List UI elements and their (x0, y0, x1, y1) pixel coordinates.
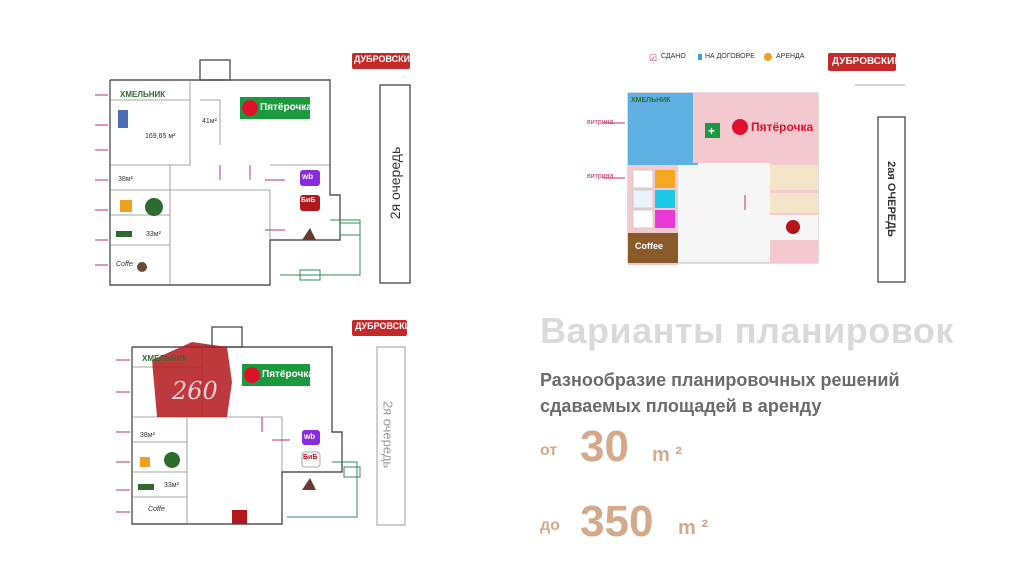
area-label-main: 169,65 м² (145, 133, 176, 140)
floor-plan-1: ДУБРОВСКИЙ ХМЕЛЬНИК Пятёрочка 169,65 м² … (90, 45, 420, 290)
wb-label: wb (304, 432, 316, 441)
range-from-label: от (540, 442, 558, 459)
svg-text:☑: ☑ (649, 53, 657, 63)
page-subtitle: Разнообразие планировочных решений сдава… (540, 367, 960, 419)
vitrina-label-2: витрина (587, 173, 614, 180)
queue-label: 2я очередь (387, 146, 403, 220)
coffee-label: Coffe (148, 506, 165, 513)
range-from-unit: m ² (652, 444, 682, 466)
area-label-33: 33м² (164, 482, 179, 489)
vitrina-label-1: витрина (587, 119, 614, 126)
area-label-small: 41м² (202, 118, 217, 125)
queue-label: 2я очередь (380, 400, 396, 469)
range-from: от 30 m ² (540, 420, 840, 480)
brand-logo-text: ДУБРОВСКИЙ (832, 56, 902, 67)
area-label-33: 33м² (146, 231, 161, 238)
store-label-pyaterochka: Пятёрочка (751, 120, 814, 134)
range-to-unit: m ² (678, 517, 708, 539)
svg-text:+: + (708, 124, 715, 138)
legend-rented: СДАНО (661, 53, 686, 60)
brand-logo-text: ДУБРОВСКИЙ (355, 321, 418, 331)
floor-plan-3: ДУБРОВСКИЙ ХМЕЛЬНИК Пятёрочка 260 38м² 3… (112, 312, 418, 532)
legend-lease: АРЕНДА (776, 53, 805, 60)
queue-label: 2ая ОЧЕРЕДЬ (885, 161, 897, 237)
store-label-hmelnik: ХМЕЛЬНИК (120, 90, 166, 99)
legend-contract: НА ДОГОВОРЕ (705, 53, 755, 60)
store-label-pyaterochka: Пятёрочка (260, 102, 312, 113)
subtitle-line-2: сдаваемых площадей в аренду (540, 396, 822, 416)
subtitle-line-1: Разнообразие планировочных решений (540, 370, 900, 390)
store-label-hmelnik: ХМЕЛЬНИК (142, 354, 188, 363)
range-to-value: 350 (580, 497, 654, 546)
range-to: до 350 m ² (540, 495, 840, 555)
range-to-label: до (540, 517, 560, 534)
store-label-hmelnik: ХМЕЛЬНИК (631, 97, 671, 104)
page-title: Варианты планировок (540, 310, 954, 351)
wb-label: wb (302, 172, 314, 181)
handwritten-area: 260 (172, 377, 218, 405)
range-from-value: 30 (580, 422, 629, 471)
store-label-pyaterochka: Пятёрочка (262, 369, 314, 380)
coffee-label: Coffe (116, 261, 133, 268)
floor-plan-2: ☑ + СДАНО НА ДОГОВОРЕ АРЕНДА ДУБРОВ (585, 45, 940, 290)
brand-logo-text: ДУБРОВСКИЙ (354, 54, 417, 64)
area-label-38: 38м² (118, 176, 133, 183)
area-label-38: 38м² (140, 432, 155, 439)
coffee-label: Coffee (635, 241, 664, 251)
bb-label: БиБ (301, 197, 316, 204)
bb-label: БиБ (303, 454, 318, 461)
